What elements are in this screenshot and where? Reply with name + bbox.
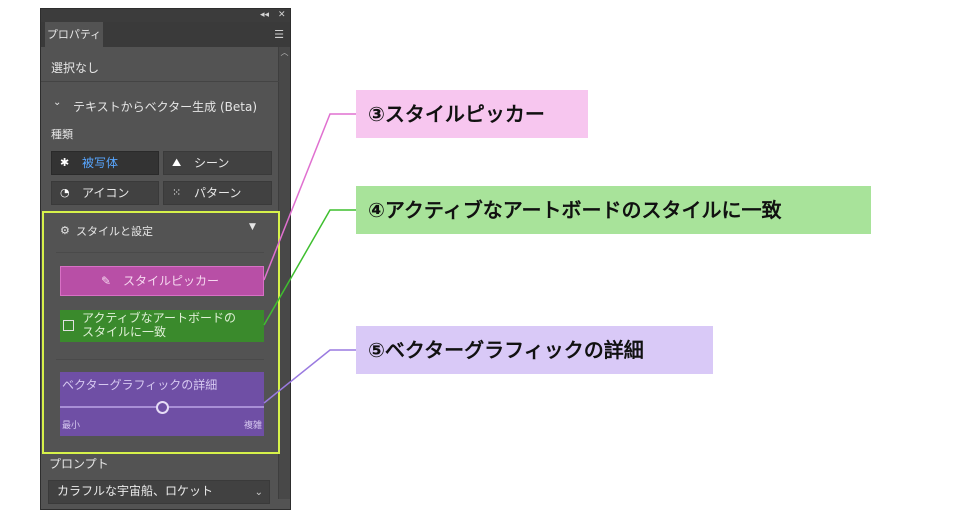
tab-properties[interactable]: プロパティ [45,22,103,47]
no-selection-label: 選択なし [51,61,100,75]
collapse-icon[interactable]: ◂◂ [260,10,270,20]
icon-type-icon: ◔ [60,186,70,199]
pattern-icon: ⁙ [172,186,182,199]
vector-detail-min-label: 最小 [62,421,81,431]
divider [56,252,264,253]
prompt-label: プロンプト [49,457,109,471]
style-settings-section [42,211,280,454]
match-artboard-checkbox[interactable] [63,320,74,331]
dropdown-arrow-icon[interactable]: ▼ [249,222,256,232]
detail-callout: ⑤ベクターグラフィックの詳細 [356,326,713,374]
type-pattern-label: パターン [194,186,242,200]
vector-detail-slider-handle[interactable] [156,401,169,414]
subject-icon: ✱ [60,156,70,169]
picker-callout: ③スタイルピッカー [356,90,588,138]
type-label: 種類 [51,128,73,141]
tab-bar: プロパティ ☰ [41,22,290,47]
type-subject-label: 被写体 [82,156,119,170]
prompt-value: カラフルな宇宙船、ロケット [57,484,214,498]
prompt-input[interactable]: カラフルな宇宙船、ロケット ⌄ [48,480,270,504]
section-title[interactable]: テキストからベクター生成 (Beta) [73,100,258,114]
picker-connector [263,113,356,281]
type-scene-button[interactable]: ⛰ シーン [163,151,272,175]
divider [41,81,279,82]
match-artboard-option[interactable]: アクティブなアートボードの スタイルに一致 [60,310,264,342]
vector-detail-control: ベクターグラフィックの詳細 最小 複雑 [60,372,264,436]
type-subject-button[interactable]: ✱ 被写体 [51,151,159,175]
gear-icon: ⚙ [60,224,70,237]
match-artboard-label-line1: アクティブなアートボードの [82,311,236,325]
detail-connector [263,349,356,404]
match-callout: ④アクティブなアートボードのスタイルに一致 [356,186,871,234]
vector-detail-label: ベクターグラフィックの詳細 [62,378,218,392]
chevron-down-icon[interactable]: ⌄ [53,97,62,108]
scene-icon: ⛰ [172,156,182,169]
divider [56,359,264,360]
match-artboard-label-line2: スタイルに一致 [82,325,167,339]
style-picker-icon: ✎ [101,274,112,288]
hamburger-icon[interactable]: ☰ [274,28,284,41]
style-picker-button[interactable]: ✎ スタイルピッカー [60,266,264,296]
close-icon[interactable]: ✕ [278,10,286,20]
style-settings-title[interactable]: スタイルと設定 [76,225,153,238]
vector-detail-max-label: 複雑 [243,421,262,431]
match-connector [263,209,356,326]
scroll-up-icon[interactable]: ︿ [280,48,289,57]
type-icon-button[interactable]: ◔ アイコン [51,181,159,205]
chevron-down-icon[interactable]: ⌄ [254,487,263,498]
panel-header-strip: ◂◂ ✕ [41,9,290,22]
type-scene-label: シーン [194,156,230,170]
type-pattern-button[interactable]: ⁙ パターン [163,181,272,205]
style-picker-label: スタイルピッカー [123,274,220,288]
type-icon-label: アイコン [82,186,130,200]
